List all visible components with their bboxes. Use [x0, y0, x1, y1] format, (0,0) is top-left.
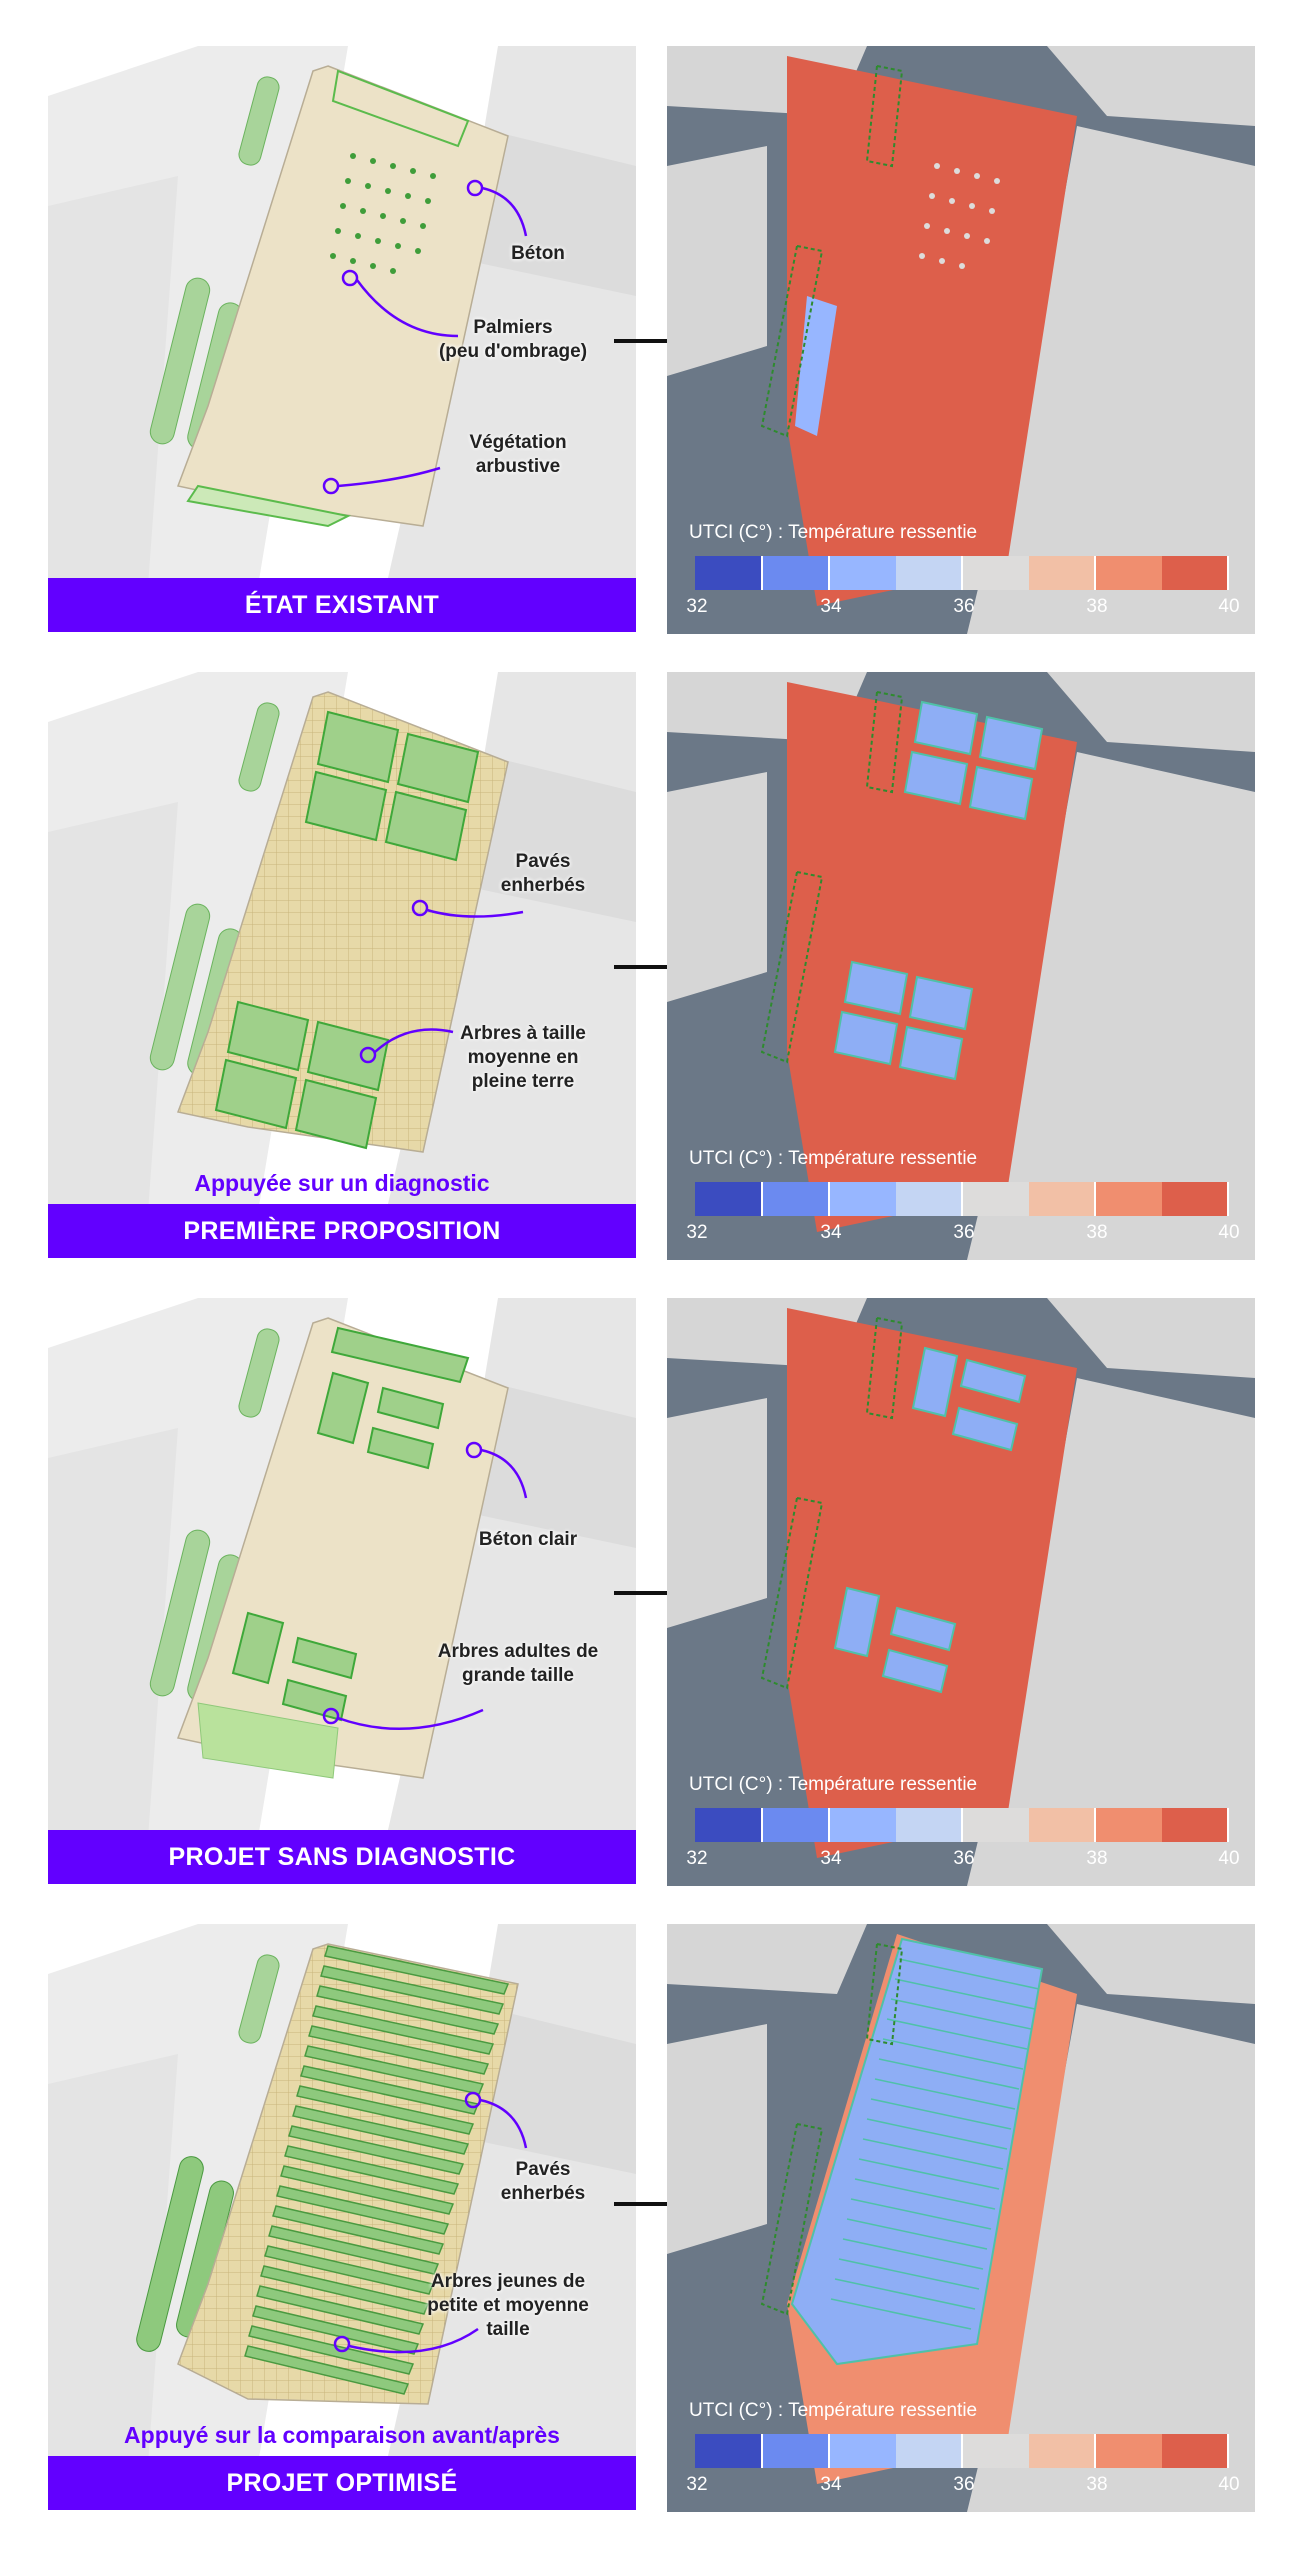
row-project-without-diagnostic: Béton clair Arbres adultes de grande tai…	[0, 1298, 1305, 1888]
row-first-proposal: Pavés enherbés Arbres à taille moyenne e…	[0, 672, 1305, 1262]
scale-swatch	[895, 2434, 961, 2468]
legend-title: UTCI (C°) : Température ressentie	[689, 1148, 978, 1169]
legend-tick: 32	[686, 1222, 708, 1243]
legend-tick: 34	[820, 1222, 842, 1243]
simulation-panel-optimized: UTCI (C°) : Température ressentie 32 34 …	[667, 1924, 1255, 2514]
callout-label-grass-pavers: Pavés enherbés	[500, 2159, 586, 2204]
legend-tick: 34	[820, 1848, 842, 1869]
scale-swatch	[828, 556, 896, 590]
site-plan-without-diagnostic	[48, 1298, 636, 1830]
simulation-panel-first-proposal: UTCI (C°) : Température ressentie 32 34 …	[667, 672, 1255, 1262]
site-plan-existing	[48, 46, 636, 578]
scale-swatch	[1161, 2434, 1229, 2468]
callout-label-medium-trees: Arbres à taille moyenne en pleine terre	[460, 1023, 586, 1092]
simulation-panel-existing: UTCI (C°) : Température ressentie 32 34 …	[667, 46, 1255, 636]
legend-tick: 40	[1218, 2474, 1240, 2495]
callout-label-light-concrete: Béton clair	[478, 1529, 578, 1550]
callout-label-large-trees: Arbres adultes de grande taille	[437, 1641, 599, 1686]
legend-title: UTCI (C°) : Température ressentie	[689, 2400, 978, 2421]
scale-swatch	[695, 556, 763, 590]
plan-panel-first-proposal: Pavés enherbés Arbres à taille moyenne e…	[48, 672, 636, 1262]
scale-swatch	[1094, 556, 1162, 590]
utci-map-existing	[667, 46, 1255, 634]
scale-swatch	[961, 1808, 1029, 1842]
scale-swatch	[695, 1808, 763, 1842]
legend-tick: 38	[1086, 596, 1108, 617]
simulation-panel-without-diagnostic: UTCI (C°) : Température ressentie 32 34 …	[667, 1298, 1255, 1888]
panel-title-bar: PREMIÈRE PROPOSITION	[48, 1204, 636, 1258]
legend-tick: 40	[1218, 1222, 1240, 1243]
scale-swatch	[895, 1182, 961, 1216]
scale-swatch	[961, 1182, 1029, 1216]
plan-panel-existing: Béton Palmiers (peu d'ombrage) Végétatio…	[48, 46, 636, 636]
site-plan-first-proposal	[48, 672, 636, 1204]
callout-label-concrete: Béton	[511, 243, 565, 264]
legend-tick: 40	[1218, 596, 1240, 617]
scale-swatch	[961, 2434, 1029, 2468]
color-scale-bar	[695, 1808, 1229, 1842]
plan-panel-optimized: Pavés enherbés Arbres jeunes de petite e…	[48, 1924, 636, 2514]
scale-swatch	[961, 556, 1029, 590]
legend-tick: 36	[953, 1848, 975, 1869]
legend-tick: 34	[820, 596, 842, 617]
scale-swatch	[895, 1808, 961, 1842]
scale-swatch	[828, 1182, 896, 1216]
legend-tick: 40	[1218, 1848, 1240, 1869]
callout-label-young-trees: Arbres jeunes de petite et moyenne taill…	[427, 2271, 589, 2340]
color-scale-bar	[695, 2434, 1229, 2468]
legend-tick: 32	[686, 2474, 708, 2495]
scale-swatch	[762, 2434, 828, 2468]
scale-swatch	[828, 2434, 896, 2468]
legend-tick: 36	[953, 1222, 975, 1243]
row-optimized-project: Pavés enherbés Arbres jeunes de petite e…	[0, 1924, 1305, 2514]
scale-swatch	[1094, 1182, 1162, 1216]
site-plan-optimized	[48, 1924, 636, 2456]
legend-tick: 36	[953, 2474, 975, 2495]
scale-swatch	[695, 2434, 763, 2468]
panel-subtitle: Appuyé sur la comparaison avant/après	[124, 2422, 560, 2448]
scale-swatch	[762, 1182, 828, 1216]
scale-swatch	[1161, 1182, 1229, 1216]
legend-tick: 38	[1086, 2474, 1108, 2495]
legend-tick: 36	[953, 596, 975, 617]
scale-swatch	[1094, 2434, 1162, 2468]
panel-title-bar: PROJET OPTIMISÉ	[48, 2456, 636, 2510]
scale-swatch	[828, 1808, 896, 1842]
scale-swatch	[1028, 1808, 1094, 1842]
legend-tick: 32	[686, 596, 708, 617]
color-scale-bar	[695, 1182, 1229, 1216]
panel-subtitle: Appuyée sur un diagnostic	[194, 1170, 490, 1196]
utci-map-without-diagnostic	[667, 1298, 1255, 1886]
callout-label-palms: Palmiers (peu d'ombrage)	[438, 317, 588, 362]
legend-title: UTCI (C°) : Température ressentie	[689, 1774, 978, 1795]
utci-map-first-proposal	[667, 672, 1255, 1260]
callout-label-grass-pavers: Pavés enherbés	[500, 851, 586, 896]
legend-title: UTCI (C°) : Température ressentie	[689, 522, 978, 543]
scale-swatch	[1161, 1808, 1229, 1842]
scale-swatch	[1028, 556, 1094, 590]
legend-tick: 38	[1086, 1848, 1108, 1869]
scale-swatch	[762, 556, 828, 590]
panel-title-bar: ÉTAT EXISTANT	[48, 578, 636, 632]
scale-swatch	[1161, 556, 1229, 590]
legend-tick: 38	[1086, 1222, 1108, 1243]
panel-title-bar: PROJET SANS DIAGNOSTIC	[48, 1830, 636, 1884]
legend-tick: 34	[820, 2474, 842, 2495]
scale-swatch	[762, 1808, 828, 1842]
scale-swatch	[1028, 1182, 1094, 1216]
legend-tick: 32	[686, 1848, 708, 1869]
scale-swatch	[1094, 1808, 1162, 1842]
color-scale-bar	[695, 556, 1229, 590]
scale-swatch	[1028, 2434, 1094, 2468]
plan-panel-without-diagnostic: Béton clair Arbres adultes de grande tai…	[48, 1298, 636, 1888]
utci-map-optimized	[667, 1924, 1255, 2512]
callout-label-shrubs: Végétation arbustive	[469, 432, 567, 477]
row-existing: Béton Palmiers (peu d'ombrage) Végétatio…	[0, 46, 1305, 636]
scale-swatch	[895, 556, 961, 590]
scale-swatch	[695, 1182, 763, 1216]
